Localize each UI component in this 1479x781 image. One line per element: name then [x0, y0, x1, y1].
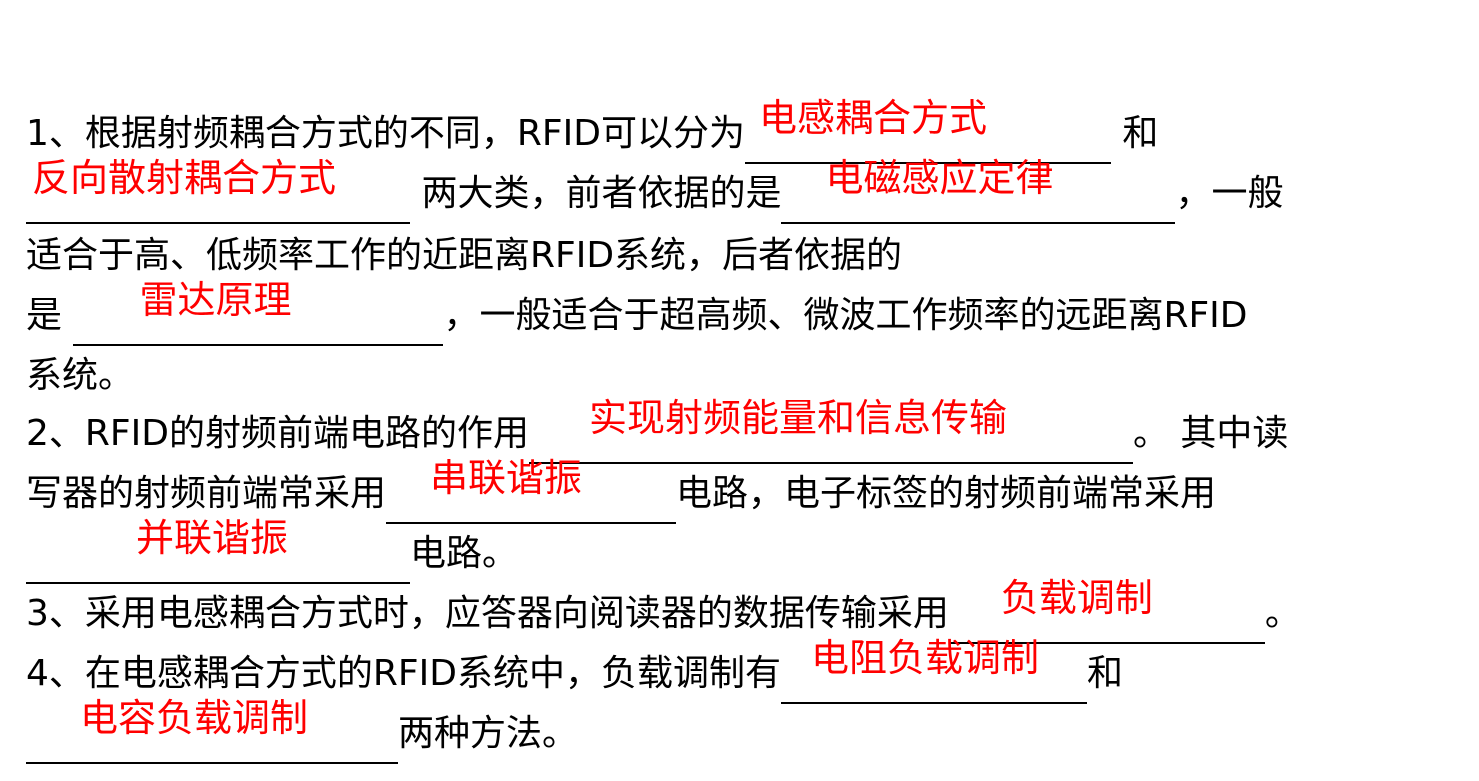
q2-line-3: 并联谐振 电路。 [26, 516, 519, 584]
q1-text-2: 和 [1110, 113, 1159, 154]
q4-text-2: 和 [1086, 653, 1123, 694]
q1-answer-2: 反向散射耦合方式 [32, 156, 337, 200]
q1-line-4: 是 雷达原理 ，一般适合于超高频、微波工作频率的远距离RFID [26, 278, 1248, 346]
q1-text-3: 两大类，前者依据的是 [410, 173, 782, 214]
q2-line-1: 2、RFID的射频前端电路的作用 实现射频能量和信息传输 。 其中读 [26, 396, 1289, 464]
q3-answer-1: 负载调制 [1000, 576, 1153, 620]
q2-line-2: 写器的射频前端常采用 串联谐振 电路，电子标签的射频前端常采用 [26, 456, 1217, 524]
q1-text-4: ，一般 [1175, 173, 1284, 214]
q1-blank-1: 电感耦合方式 [744, 96, 1111, 164]
q2-answer-1: 实现射频能量和信息传输 [588, 396, 1007, 440]
q3-text-1: 3、采用电感耦合方式时，应答器向阅读器的数据传输采用 [26, 593, 949, 634]
q1-answer-3: 电磁感应定律 [825, 156, 1054, 200]
q1-text-7: ，一般适合于超高频、微波工作频率的远距离RFID [443, 295, 1248, 336]
q1-text-5: 适合于高、低频率工作的近距离RFID系统，后者依据的 [26, 235, 903, 276]
q2-blank-1: 实现射频能量和信息传输 [528, 396, 1133, 464]
q1-text-6: 是 [26, 295, 74, 336]
q2-text-5: 电路。 [410, 533, 519, 574]
q4-answer-1: 电阻负载调制 [810, 636, 1039, 680]
q2-text-4: 电路，电子标签的射频前端常采用 [676, 473, 1217, 514]
q1-text-8: 系统。 [26, 355, 135, 396]
q1-line-5: 系统。 [26, 346, 134, 406]
q1-answer-4: 雷达原理 [139, 278, 292, 322]
q1-line-2: 反向散射耦合方式 两大类，前者依据的是 电磁感应定律 ，一般 [26, 156, 1284, 224]
q3-line-1: 3、采用电感耦合方式时，应答器向阅读器的数据传输采用 负载调制 。 [26, 576, 1301, 644]
q2-text-1: 2、RFID的射频前端电路的作用 [26, 413, 529, 454]
q1-blank-4: 雷达原理 [73, 278, 444, 346]
q4-text-3: 两种方法。 [398, 713, 579, 754]
q4-text-1: 4、在电感耦合方式的RFID系统中，负载调制有 [26, 653, 781, 694]
q4-blank-1: 电阻负载调制 [780, 636, 1087, 704]
q2-answer-2: 串联谐振 [430, 456, 583, 500]
q4-line-2: 电容负载调制 两种方法。 [26, 696, 579, 764]
q2-text-3: 写器的射频前端常采用 [26, 473, 387, 514]
q1-blank-2: 反向散射耦合方式 [26, 156, 410, 224]
q3-text-2: 。 [1264, 593, 1301, 634]
q1-line-3: 适合于高、低频率工作的近距离RFID系统，后者依据的 [26, 226, 902, 286]
q2-answer-3: 并联谐振 [136, 516, 289, 560]
q3-blank-1: 负载调制 [948, 576, 1265, 644]
q1-answer-1: 电感耦合方式 [758, 96, 987, 140]
q2-text-2: 。 其中读 [1132, 413, 1289, 454]
q4-answer-2: 电容负载调制 [80, 696, 309, 740]
q4-blank-2: 电容负载调制 [26, 696, 398, 764]
q1-blank-3: 电磁感应定律 [781, 156, 1176, 224]
q2-blank-3: 并联谐振 [26, 516, 410, 584]
q2-blank-2: 串联谐振 [386, 456, 677, 524]
q4-line-1: 4、在电感耦合方式的RFID系统中，负载调制有电阻负载调制 和 [26, 636, 1123, 704]
q1-text-1: 1、根据射频耦合方式的不同，RFID可以分为 [26, 113, 745, 154]
q1-line-1: 1、根据射频耦合方式的不同，RFID可以分为电感耦合方式 和 [26, 96, 1159, 164]
